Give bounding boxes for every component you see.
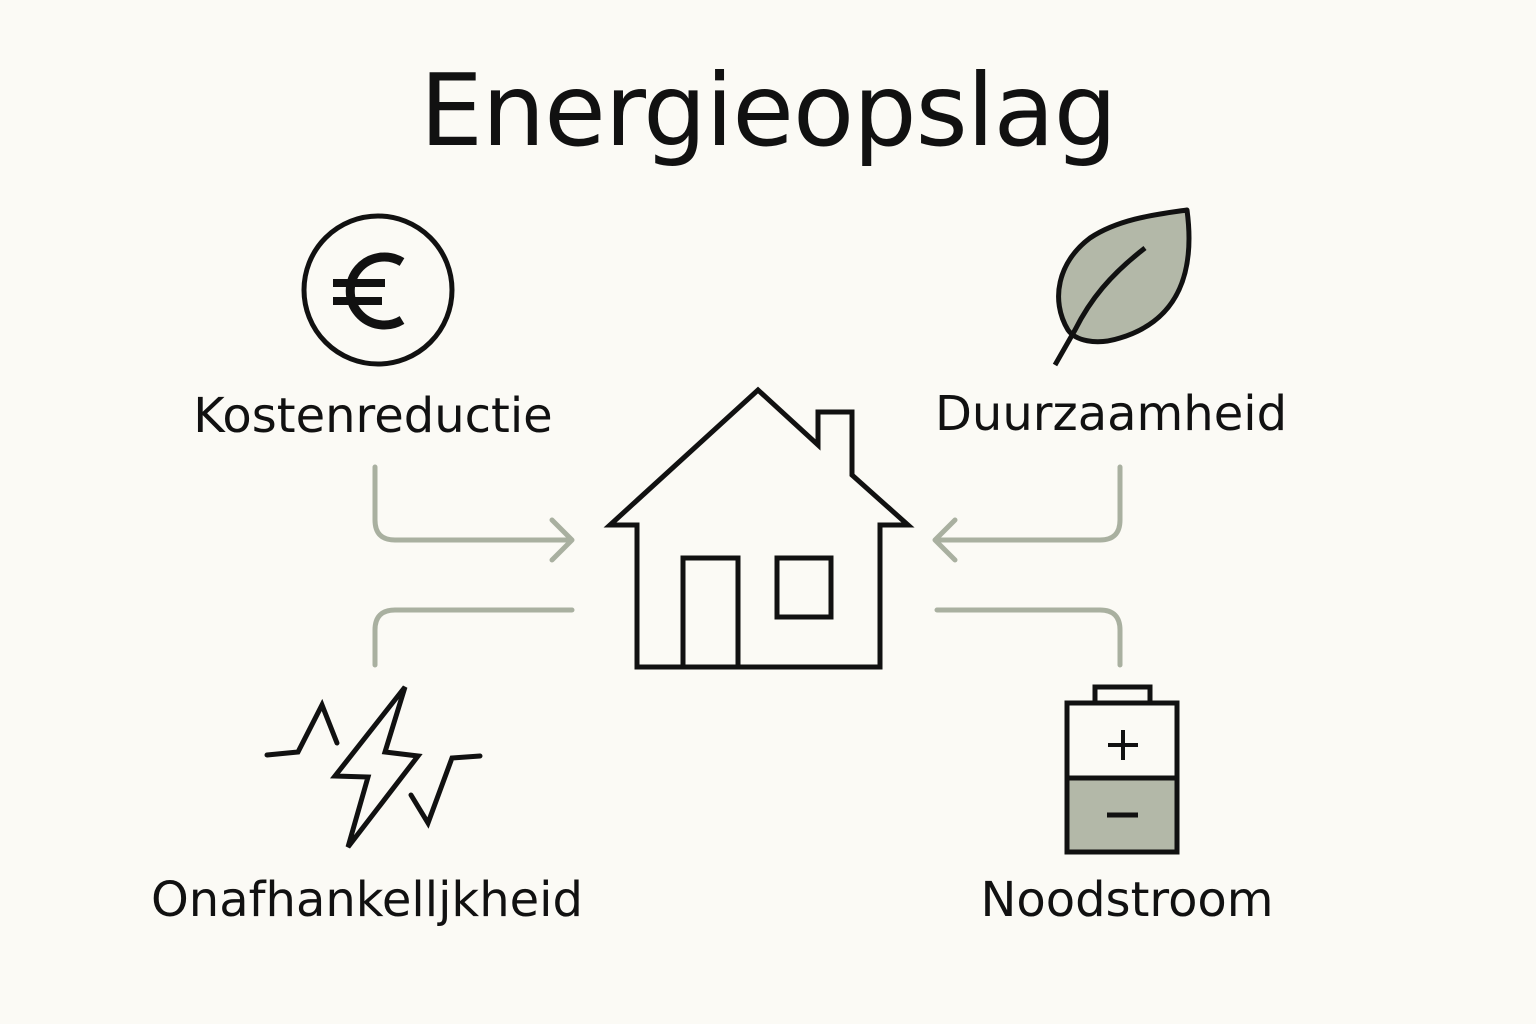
arrow-duurzaamheid: [932, 464, 1123, 563]
connector-noodstroom: [934, 607, 1123, 668]
page-title: Energieopslag: [419, 52, 1118, 169]
house-icon: [603, 386, 915, 670]
battery-icon: [1064, 684, 1180, 855]
leaf-icon: [1052, 207, 1192, 367]
lightning-icon: [264, 685, 483, 849]
label-noodstroom: Noodstroom: [980, 872, 1274, 928]
euro-icon: [301, 213, 455, 367]
label-duurzaamheid: Duurzaamheid: [934, 386, 1288, 442]
label-kostenreductie: Kostenreductie: [193, 388, 553, 444]
connector-onafhankelijkheid: [372, 607, 575, 668]
label-onafhankelijkheid: Onafhankelljkheid: [151, 872, 583, 928]
arrow-kostenreductie: [372, 464, 575, 563]
